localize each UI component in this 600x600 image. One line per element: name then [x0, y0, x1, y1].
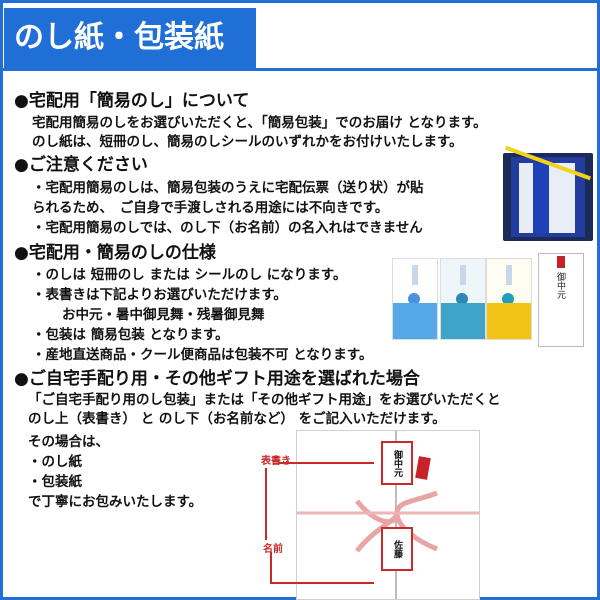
section-heading-gift: ●ご自宅手配り用・その他ギフト用途を選ばれた場合 [14, 369, 420, 389]
section-line: ・宅配用簡易のしでは、のし下（お名前）の名入れはできません [32, 220, 423, 236]
section-line: のし上（表書き） と のし下（お名前など） をご記入いただけます。 [28, 411, 446, 427]
tanzaku-noshi-image [486, 258, 532, 340]
section-line: ・産地直送商品・クール便商品は包装不可 となります。 [32, 347, 373, 363]
section-heading-simple-noshi: ●宅配用「簡易のし」について [14, 91, 250, 111]
tanzaku-noshi-image [392, 258, 438, 340]
noshi-layout-diagram: 御中元 佐藤 [296, 430, 480, 600]
tanzaku-noshi-image [440, 258, 486, 340]
pointer-line [265, 468, 267, 540]
label-name: 名前 [263, 544, 283, 555]
seal-noshi-text: 御中元 [555, 272, 565, 299]
section-line: 宅配用簡易のしをお選びいただくと、「簡易包装」でのお届け となります。 [32, 115, 487, 131]
pointer-line [270, 552, 272, 582]
section-line: ・宅配用簡易のしは、簡易包装のうえに宅配伝票（送り状）が貼 [32, 180, 424, 196]
section-line: お中元・暑中御見舞・残暑御見舞 [62, 307, 265, 323]
section-line: ・包装は 簡易包装 となります。 [32, 327, 229, 343]
pointer-line [270, 582, 374, 584]
title-underline [0, 68, 600, 71]
section-line: ・包装紙 [28, 474, 82, 490]
simple-wrap-product-image [503, 145, 593, 241]
section-heading-spec: ●宅配用・簡易のしの仕様 [14, 243, 216, 263]
pointer-line [278, 462, 374, 464]
section-line: その場合は、 [28, 434, 109, 450]
page-title: のし紙・包装紙 [4, 8, 256, 68]
label-omotegaki: 表書き [261, 456, 291, 467]
name-card: 佐藤 [381, 527, 413, 571]
section-line: 「ご自宅手配り用のし包装」または「その他ギフト用途」をお選びいただくと [28, 392, 501, 408]
omotegaki-card: 御中元 [381, 441, 413, 485]
section-line: のし紙は、短冊のし、簡易のしシールのいずれかをお付けいたします。 [32, 134, 463, 150]
section-line: で丁寧にお包みいたします。 [28, 494, 203, 510]
seal-noshi-image: 御中元 [538, 253, 584, 347]
section-line: ・のしは 短冊のし または シールのし になります。 [32, 267, 347, 283]
section-heading-caution: ●ご注意ください [14, 155, 148, 175]
section-line: られるため、 ご自身で手渡しされる用途には不向きです。 [32, 200, 389, 216]
section-line: ・表書きは下記よりお選びいただけます。 [32, 287, 287, 303]
section-line: ・のし紙 [28, 454, 82, 470]
